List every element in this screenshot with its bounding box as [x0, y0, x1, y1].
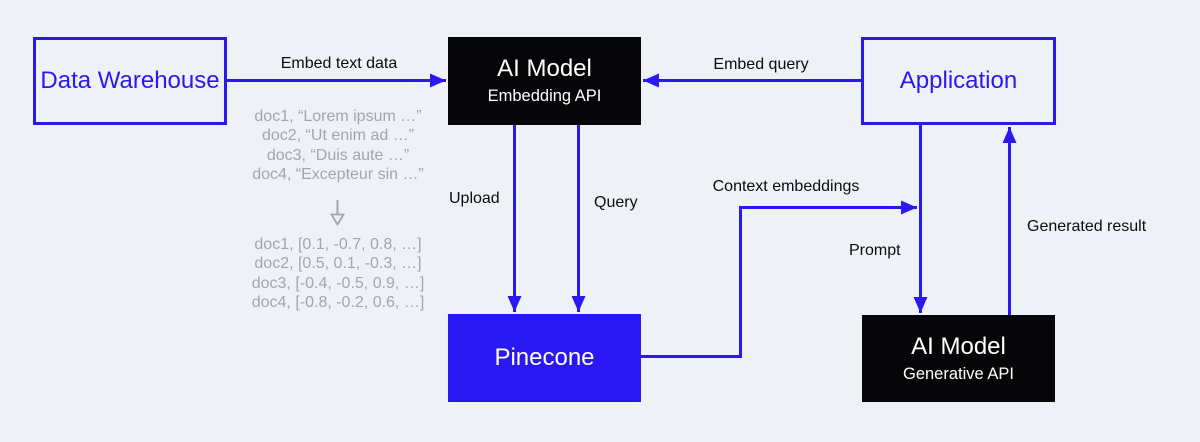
- edge-label-context-embeddings: Context embeddings: [712, 178, 860, 195]
- node-pinecone-label: Pinecone: [494, 344, 595, 371]
- arrow-context-embeddings: [641, 200, 917, 358]
- gray-transform-arrow-icon: [329, 200, 346, 227]
- doc-text-samples: doc1, “Lorem ipsum …” doc2, “Ut enim ad …: [228, 107, 448, 185]
- edge-label-generated-result: Generated result: [1027, 218, 1147, 235]
- edge-label-query: Query: [594, 194, 638, 211]
- node-data-warehouse: Data Warehouse: [33, 37, 227, 125]
- node-generative-title: AI Model: [911, 332, 1006, 360]
- node-ai-model-generative: AI Model Generative API: [862, 315, 1055, 402]
- doc-vector-line: doc2, [0.5, 0.1, -0.3, …]: [254, 255, 422, 273]
- node-data-warehouse-label: Data Warehouse: [40, 67, 220, 94]
- doc-text-line: doc1, “Lorem ipsum …”: [254, 108, 422, 125]
- doc-text-line: doc3, “Duis aute …”: [266, 146, 410, 164]
- edge-label-embed-query: Embed query: [713, 56, 809, 73]
- doc-vector-line: doc3, [-0.4, -0.5, 0.9, …]: [251, 274, 425, 292]
- edge-label-upload: Upload: [449, 190, 500, 207]
- doc-text-line: doc2, “Ut enim ad …”: [261, 127, 415, 145]
- node-pinecone: Pinecone: [448, 314, 641, 402]
- node-ai-model-embedding: AI Model Embedding API: [448, 37, 641, 125]
- node-embedding-title: AI Model: [497, 55, 592, 83]
- doc-text-line: doc4, “Excepteur sin …”: [252, 166, 424, 184]
- doc-vector-samples: doc1, [0.1, -0.7, 0.8, …] doc2, [0.5, 0.…: [228, 235, 448, 313]
- doc-vector-line: doc1, [0.1, -0.7, 0.8, …]: [254, 236, 422, 253]
- edge-label-prompt: Prompt: [849, 242, 901, 259]
- node-application-label: Application: [899, 67, 1018, 94]
- edge-label-embed-text-data: Embed text data: [280, 55, 398, 72]
- node-embedding-subtitle: Embedding API: [487, 87, 602, 106]
- node-application: Application: [861, 37, 1056, 125]
- doc-vector-line: doc4, [-0.8, -0.2, 0.6, …]: [251, 294, 425, 312]
- node-generative-subtitle: Generative API: [903, 364, 1014, 383]
